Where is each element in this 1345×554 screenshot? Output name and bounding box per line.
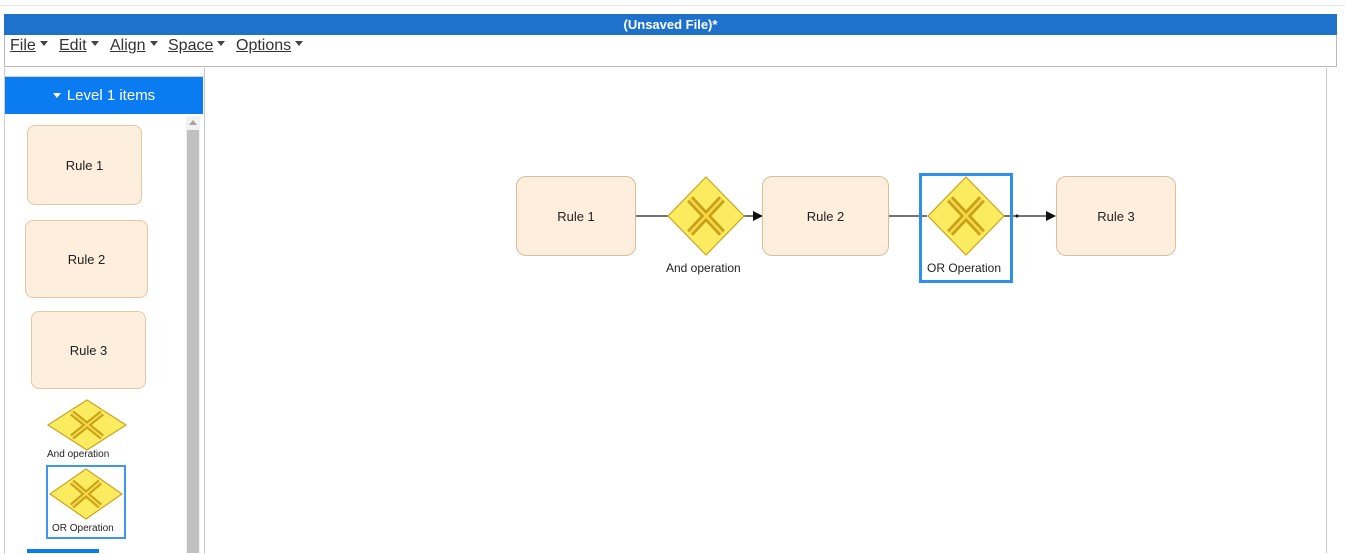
canvas-or-operation-gateway[interactable] [926, 175, 1006, 257]
caret-down-icon [90, 41, 99, 47]
menu-edit[interactable]: Edit [59, 37, 99, 55]
menu-space[interactable]: Space [168, 37, 226, 55]
palette-rule-1-label: Rule 1 [65, 157, 104, 173]
sidebar-divider[interactable] [204, 68, 205, 553]
palette-rule-3-label: Rule 3 [69, 342, 108, 358]
level-header-label: Level 1 items [66, 87, 156, 104]
palette-rule-1[interactable]: Rule 1 [27, 125, 142, 205]
palette-rule-2-label: Rule 2 [67, 251, 106, 267]
canvas-rule-2[interactable]: Rule 2 [762, 176, 889, 256]
connector-handle[interactable] [1015, 214, 1019, 218]
palette-rule-3[interactable]: Rule 3 [31, 311, 146, 389]
menu-space-label: Space [168, 37, 214, 54]
menu-align[interactable]: Align [110, 37, 158, 55]
diagram-workspace[interactable] [4, 68, 1327, 553]
palette-or-operation-selection[interactable] [46, 465, 126, 539]
menu-file[interactable]: File [10, 37, 48, 55]
caret-down-icon [52, 92, 61, 98]
menu-bar: File Edit Align Space Options [4, 35, 1337, 67]
menu-edit-label: Edit [59, 37, 87, 54]
caret-down-icon [39, 41, 48, 47]
menu-align-label: Align [110, 37, 146, 54]
canvas-rule-3-label: Rule 3 [1097, 208, 1135, 224]
canvas-or-operation-selection[interactable] [919, 173, 1013, 283]
palette-and-operation-label: And operation [47, 449, 110, 460]
menu-options[interactable]: Options [236, 37, 304, 55]
canvas-or-operation-label: OR Operation [927, 261, 1002, 275]
palette-and-operation-gateway[interactable] [46, 398, 128, 452]
level-1-items-header[interactable]: Level 1 items [5, 77, 203, 114]
caret-down-icon [217, 41, 226, 47]
canvas-and-operation-gateway[interactable] [666, 175, 746, 257]
palette-scrollbar-thumb[interactable] [187, 130, 199, 553]
canvas-rule-3[interactable]: Rule 3 [1056, 176, 1176, 256]
canvas-and-operation-label: And operation [666, 261, 741, 275]
menu-file-label: File [10, 37, 36, 54]
canvas-rule-1[interactable]: Rule 1 [516, 176, 636, 256]
top-border [0, 5, 1345, 6]
canvas-rule-2-label: Rule 2 [806, 208, 845, 224]
scroll-up-arrow-icon[interactable] [189, 120, 197, 125]
palette-or-operation-gateway[interactable] [48, 467, 124, 521]
menu-options-label: Options [236, 37, 292, 54]
palette-rule-2[interactable]: Rule 2 [25, 220, 148, 298]
caret-down-icon [149, 41, 158, 47]
canvas-rule-1-label: Rule 1 [557, 208, 595, 224]
window-title: (Unsaved File)* [4, 14, 1337, 35]
palette-or-operation-label: OR Operation [52, 523, 114, 534]
palette-next-item[interactable] [27, 549, 99, 553]
caret-down-icon [295, 41, 304, 47]
